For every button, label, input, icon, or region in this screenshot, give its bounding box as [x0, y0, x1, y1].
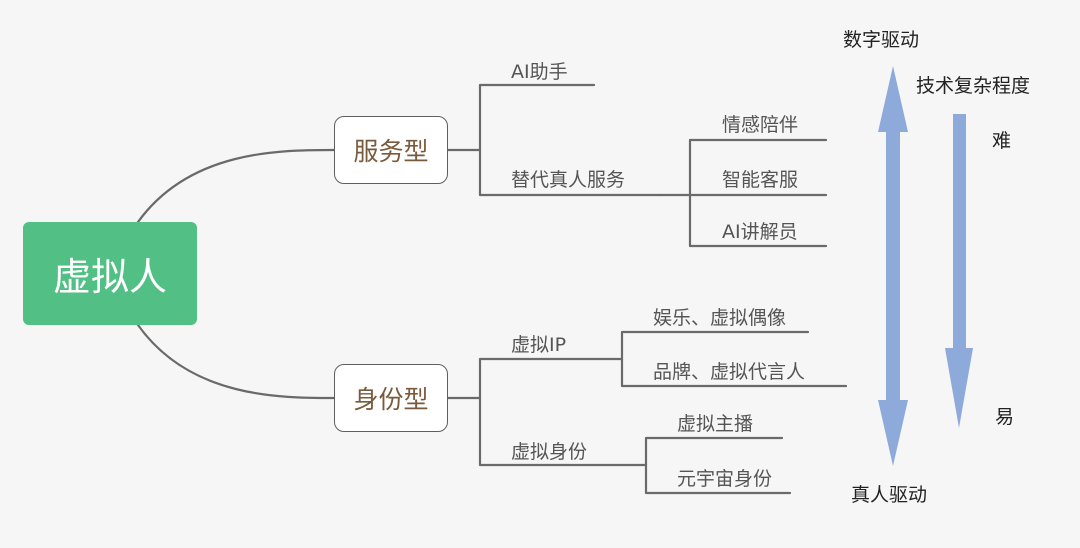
label-tech-complexity: 技术复杂程度 — [916, 75, 1031, 97]
root-node: 虚拟人 — [23, 222, 197, 325]
leaf-virtual-idol: 娱乐、虚拟偶像 — [653, 307, 787, 329]
connector-root-service — [136, 148, 336, 224]
leaf-virtual-spokesperson: 品牌、虚拟代言人 — [653, 361, 806, 383]
double-arrow-icon — [878, 66, 908, 466]
subbranch-replace-human: 替代真人服务 — [511, 169, 626, 191]
branch-service-type: 服务型 — [334, 116, 448, 184]
connector-service-stem — [445, 83, 662, 197]
connector-virtual-identity — [644, 436, 792, 495]
leaf-ai-assistant: AI助手 — [511, 61, 568, 83]
connector-replace-human — [658, 138, 828, 248]
branch-identity-type: 身份型 — [334, 364, 448, 432]
leaf-smart-customer-service: 智能客服 — [722, 169, 799, 191]
leaf-emotional-companion: 情感陪伴 — [722, 114, 799, 136]
subbranch-virtual-identity: 虚拟身份 — [511, 441, 588, 463]
label-human-driven: 真人驱动 — [851, 484, 928, 506]
leaf-ai-guide: AI讲解员 — [722, 221, 798, 243]
leaf-metaverse-identity: 元宇宙身份 — [677, 468, 773, 490]
connector-identity-stem — [445, 357, 648, 467]
connector-virtual-ip — [620, 330, 848, 388]
connector-root-identity — [136, 323, 336, 400]
label-easy: 易 — [995, 406, 1015, 428]
subbranch-virtual-ip: 虚拟IP — [511, 334, 567, 356]
label-hard: 难 — [992, 130, 1012, 152]
leaf-virtual-streamer: 虚拟主播 — [677, 413, 754, 435]
down-arrow-icon — [945, 114, 973, 428]
label-digital-driven: 数字驱动 — [843, 29, 920, 51]
